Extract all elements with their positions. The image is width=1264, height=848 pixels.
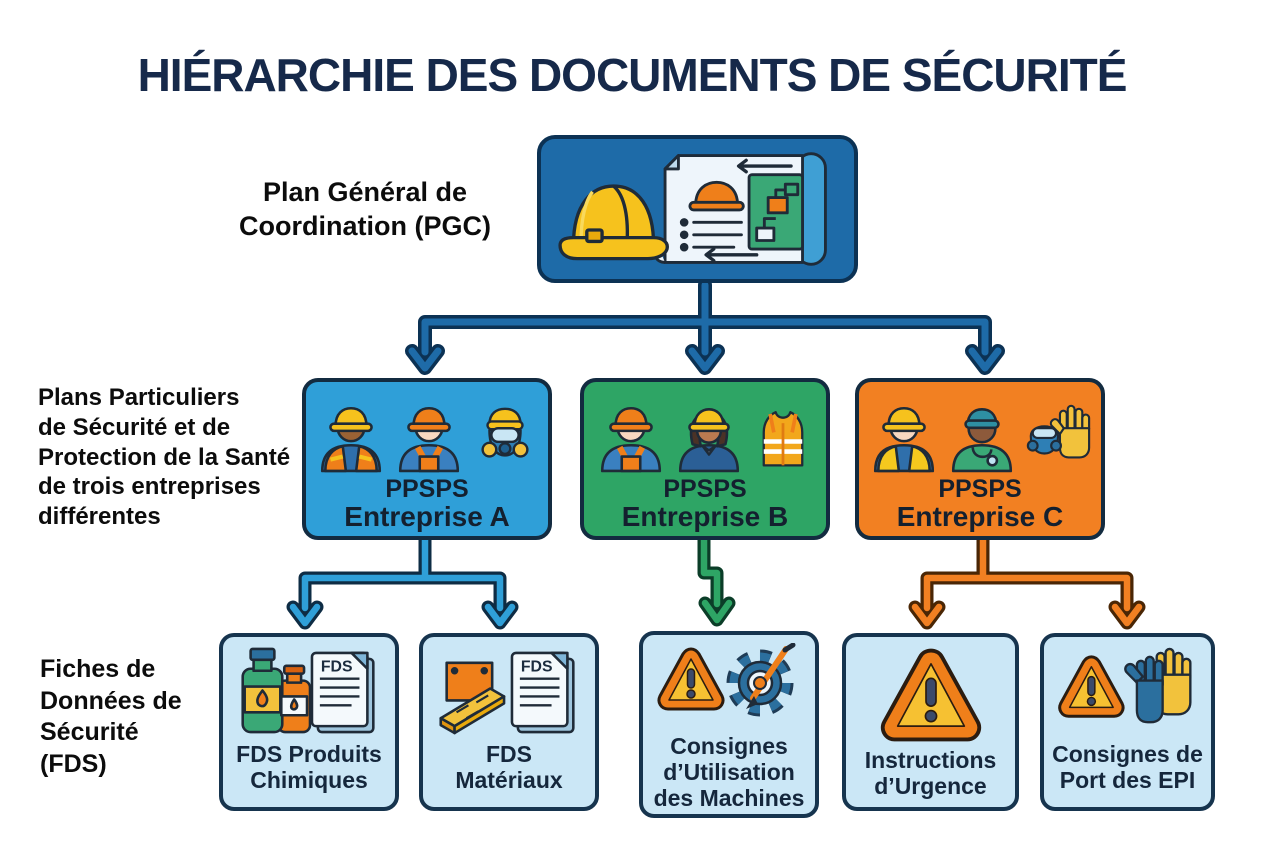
consignes-port-epi-label: Consignes de Port des EPI	[1052, 741, 1203, 793]
small-helmet-icon	[687, 180, 745, 212]
pgc-box	[537, 135, 858, 283]
consignes-utilisation-machines-label: Consignes d’Utilisation des Machines	[653, 733, 805, 811]
safety-vest-icon	[762, 411, 804, 467]
fds-produits-chimiques-box: FDS FDS Produits Chimiques	[219, 633, 399, 811]
fds-produits-chimiques-label: FDS Produits Chimiques	[236, 741, 382, 793]
consignes-utilisation-machines-box: Consignes d’Utilisation des Machines	[639, 631, 819, 818]
pgc-to-ppsps-arrows	[405, 278, 1005, 375]
instructions-urgence-label: Instructions d’Urgence	[864, 747, 997, 799]
gear-tool-icon	[726, 643, 796, 717]
flowchart-panel-icon	[747, 173, 804, 251]
entreprise-b-arrow	[697, 533, 736, 627]
medic-icon	[951, 407, 1013, 473]
ppsps-b-line2: Entreprise B	[621, 501, 789, 533]
fds-caption: Fiches de Données de Sécurité (FDS)	[40, 655, 182, 778]
hard-hat-icon	[557, 184, 669, 261]
ppsps-entreprise-a-box: PPSPS Entreprise A	[302, 378, 552, 540]
gloves-icon	[1123, 647, 1192, 724]
wood-plank-icon	[439, 661, 506, 735]
warning-and-gear-icon	[657, 643, 796, 717]
warning-triangle-icon	[657, 647, 725, 711]
worker-overalls-icon	[398, 406, 460, 473]
warning-triangle-icon	[1057, 655, 1125, 718]
chemical-bottles-icon	[241, 647, 312, 734]
gloves-and-mask-icon	[1026, 404, 1091, 459]
page-title: HIÉRARCHIE DES DOCUMENTS DE SÉCURITÉ	[137, 49, 1128, 101]
instructions-urgence-box: Instructions d’Urgence	[842, 633, 1019, 811]
ppsps-c-line1: PPSPS	[938, 475, 1022, 503]
entreprise-a-arrows	[286, 533, 519, 630]
entreprise-c-icons	[867, 390, 1093, 474]
ppsps-c-line2: Entreprise C	[896, 501, 1064, 533]
worker-overalls-icon	[600, 406, 662, 473]
fds-doc-label: FDS	[321, 659, 353, 676]
entreprise-a-icons	[314, 390, 540, 474]
warning-and-gloves-icon	[1057, 647, 1192, 724]
cycle-arrows-icon	[703, 158, 793, 263]
fds-doc-label: FDS	[521, 659, 553, 676]
chemical-bottles-and-document-icon: FDS	[241, 647, 375, 734]
respirator-mask-icon	[481, 407, 529, 458]
wood-plank-and-document-icon: FDS	[439, 651, 575, 735]
entreprise-c-arrows	[908, 533, 1146, 630]
fds-materiaux-label: FDS Matériaux	[455, 741, 563, 793]
ppsps-a-line1: PPSPS	[385, 475, 469, 503]
ppsps-caption: Plans Particuliers de Sécurité et de Pro…	[38, 384, 291, 530]
ppsps-entreprise-b-box: PPSPS Entreprise B	[580, 378, 830, 540]
entreprise-b-icons	[594, 390, 816, 474]
ppsps-entreprise-c-box: PPSPS Entreprise C	[855, 378, 1105, 540]
ppsps-a-line2: Entreprise A	[344, 501, 510, 533]
consignes-port-epi-box: Consignes de Port des EPI	[1040, 633, 1215, 811]
pgc-illustration	[557, 152, 827, 266]
bullet-list-icon	[679, 218, 743, 252]
fds-materiaux-box: FDS FDS Matériaux	[419, 633, 599, 811]
warning-triangle-icon	[880, 648, 981, 742]
pgc-caption: Plan Général de Coordination (PGC)	[239, 177, 491, 241]
worker-vest-icon	[320, 406, 382, 473]
worker-woman-icon	[678, 407, 740, 473]
ppsps-b-line1: PPSPS	[663, 475, 747, 503]
worker-vest-icon	[873, 406, 935, 473]
